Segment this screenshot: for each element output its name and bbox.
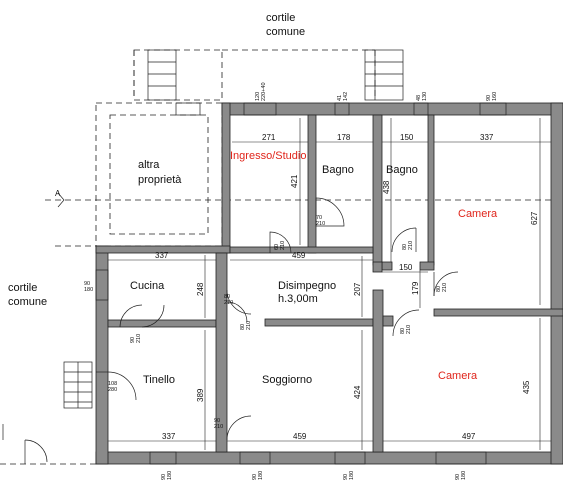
room-label-hallway: Disimpegno [278,280,336,292]
dim-kitchen-height: 248 [196,282,205,296]
opening-bottom-living2-b: 180 [349,471,355,480]
opening-door-living-bottom-a: 90 [214,418,220,424]
room-label-bedroom1: Camera [458,208,498,220]
opening-top-entrance-b: 220+40 [261,82,267,101]
opening-door-kitchen-hall-a: 80 [224,294,230,300]
dim-hall-small-height: 179 [411,281,420,295]
dim-bath2-width: 150 [400,133,414,142]
courtyard-left-line1: cortile [8,282,37,294]
dim-hallway-width: 459 [292,251,306,260]
opening-door-living-top-a: 80 [240,324,246,330]
dim-bath1-width: 178 [337,133,351,142]
room-label-hallway-height: h.3,00m [278,293,318,305]
opening-door-bath1-a: 70 [316,215,322,221]
opening-bottom-dining-b: 180 [167,471,173,480]
room-label-bedroom2: Camera [438,370,478,382]
opening-bottom-living-b: 180 [258,471,264,480]
dim-entrance-width: 271 [262,133,276,142]
opening-window-kitchen-a: 90 [84,281,90,287]
dim-bath2-height: 438 [382,180,391,194]
opening-bottom-living2-a: 90 [343,474,349,480]
dim-bottom-living: 459 [293,432,307,441]
opening-top-bedroom-b: 160 [492,92,498,101]
dim-hall-small-width: 150 [399,263,413,272]
opening-door-bedroom2-b: 210 [406,325,412,334]
opening-top-bath2-a: 48 [416,95,422,101]
opening-door-kitchen-a: 90 [130,337,136,343]
room-label-bath2: Bagno [386,164,418,176]
dim-bedroom1-height: 627 [530,211,539,225]
opening-door-living-bottom-b: 210 [214,424,223,430]
opening-door-dining-side-a: 108 [108,381,117,387]
opening-window-kitchen-b: 180 [84,287,93,293]
dim-entrance-height: 421 [290,174,299,188]
dimension-lines [108,118,551,450]
opening-door-dining-side-b: 280 [108,387,117,393]
room-label-kitchen: Cucina [130,280,165,292]
exterior-outline [0,49,563,465]
opening-bottom-living-a: 90 [252,474,258,480]
dim-kitchen-width: 337 [155,251,169,260]
dim-hallway-height: 207 [353,282,362,296]
windows [95,102,507,465]
opening-top-bedroom-a: 90 [486,95,492,101]
opening-door-bedroom1-a: 80 [436,286,442,292]
opening-door-bath2-a: 80 [402,244,408,250]
walls [95,102,563,465]
dim-bottom-bedroom: 497 [462,432,476,441]
room-label-entrance: Ingresso/Studio [230,150,306,162]
dim-dining-height: 389 [196,388,205,402]
room-label-bath1: Bagno [322,164,354,176]
courtyard-top-line1: cortile [266,12,295,24]
opening-door-bedroom1-b: 210 [442,283,448,292]
opening-top-entrance-a: 120 [255,92,261,101]
opening-door-bath1-b: 210 [316,221,325,227]
dim-bedroom2-height: 435 [522,380,531,394]
opening-door-living-top-b: 210 [246,321,252,330]
opening-bottom-bedroom-a: 90 [455,474,461,480]
room-label-living: Soggiorno [262,374,312,386]
doors [96,197,459,441]
dim-bedroom1-width: 337 [480,133,494,142]
courtyard-top-line2: comune [266,26,305,38]
opening-door-kitchen-hall-b: 210 [224,300,233,306]
dim-bottom-dining: 337 [162,432,176,441]
section-marker: A [55,189,65,208]
opening-top-bath1-a: 41 [337,95,343,101]
other-property-line2: proprietà [138,174,182,186]
dim-living-height: 424 [353,385,362,399]
room-label-dining: Tinello [143,374,175,386]
other-property-line1: altra [138,159,160,171]
opening-labels: 120 220+40 41 142 48 130 90 160 70 210 6… [84,82,498,480]
opening-door-entrance-a: 60 [274,244,280,250]
section-marker-label: A [55,189,61,198]
opening-bottom-bedroom-b: 180 [461,471,467,480]
courtyard-left-line2: comune [8,296,47,308]
opening-door-entrance-b: 210 [280,241,286,250]
opening-top-bath2-b: 130 [422,92,428,101]
opening-door-kitchen-b: 210 [136,334,142,343]
opening-door-bath2-b: 210 [408,241,414,250]
opening-bottom-dining-a: 90 [161,474,167,480]
opening-door-bedroom2-a: 80 [400,328,406,334]
opening-top-bath1-b: 142 [343,92,349,101]
